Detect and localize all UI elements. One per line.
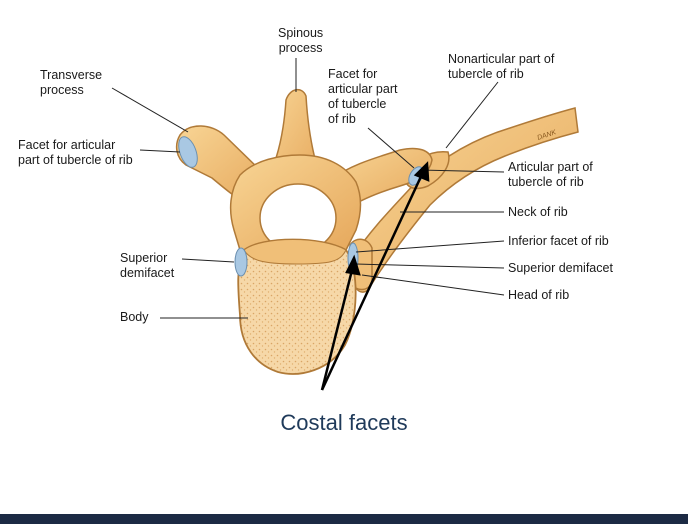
label-neck-of-rib: Neck of rib <box>508 205 568 219</box>
facet-transverse-left <box>178 136 198 168</box>
label-inferior-facet: Inferior facet of rib <box>508 234 609 248</box>
costal-facets-arrows <box>320 161 430 391</box>
label-superior-demifacet-right: Superior demifacet <box>508 261 613 275</box>
footer-bar <box>0 514 688 524</box>
facet-superior-demifacet-left <box>234 247 248 277</box>
label-head-of-rib: Head of rib <box>508 288 570 302</box>
caption-costal-facets: Costal facets <box>280 410 408 435</box>
label-body: Body <box>120 310 149 324</box>
